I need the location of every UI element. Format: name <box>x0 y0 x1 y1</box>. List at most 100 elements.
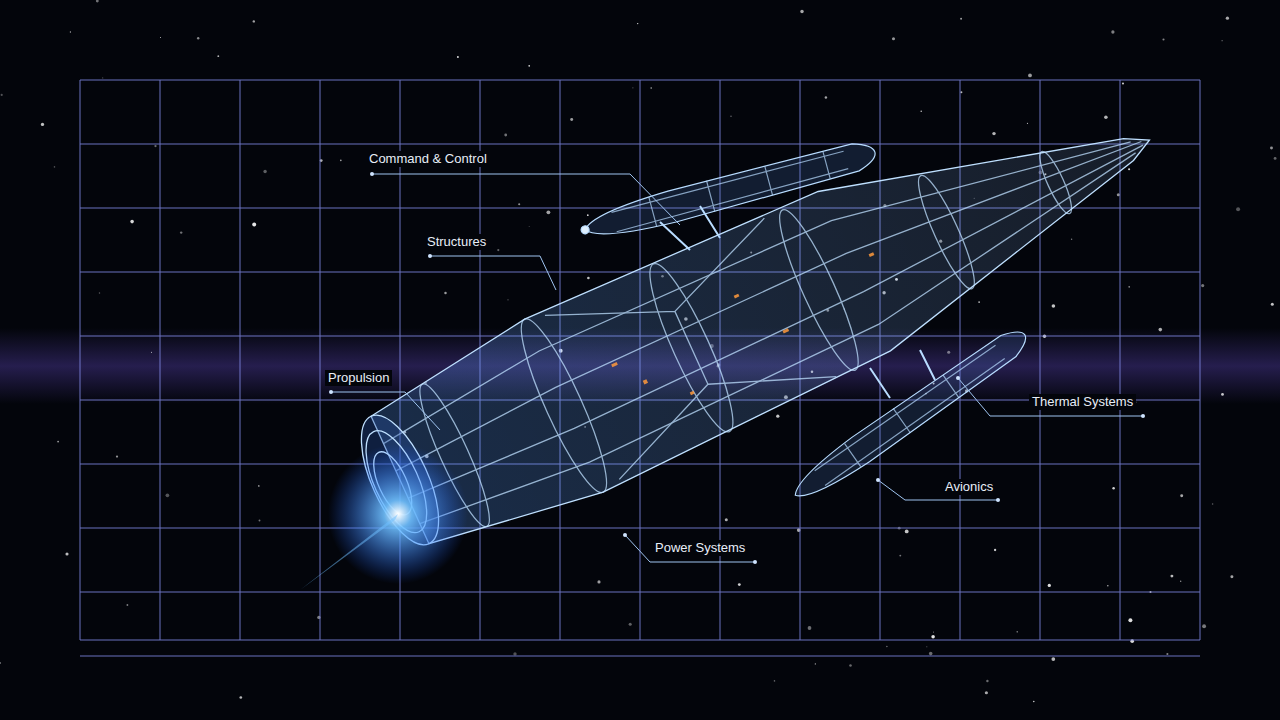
star <box>1221 40 1222 41</box>
star <box>587 214 589 216</box>
star <box>886 646 888 648</box>
star <box>259 520 261 522</box>
star <box>815 663 816 664</box>
star <box>151 352 152 353</box>
star <box>994 549 996 551</box>
star <box>730 115 732 117</box>
star <box>929 652 933 656</box>
star <box>1236 207 1240 211</box>
callout-label: Structures <box>424 234 489 250</box>
star <box>1052 304 1056 308</box>
star <box>1107 585 1109 587</box>
star <box>650 87 652 89</box>
star <box>1033 701 1034 702</box>
star <box>217 55 219 57</box>
callout-label: Command & Control <box>366 151 490 167</box>
star <box>725 518 728 521</box>
star <box>197 37 199 39</box>
star <box>1180 494 1183 497</box>
star <box>1212 503 1214 505</box>
star <box>252 222 256 226</box>
star <box>1221 393 1224 396</box>
star <box>800 10 803 13</box>
star <box>180 231 182 233</box>
star <box>99 292 100 293</box>
star <box>96 0 99 3</box>
star <box>65 552 68 555</box>
star <box>905 529 909 533</box>
star <box>1201 284 1204 287</box>
star <box>166 493 170 497</box>
star <box>899 555 901 557</box>
star <box>892 37 895 40</box>
star <box>1162 38 1164 40</box>
star <box>776 415 779 418</box>
star <box>518 203 520 205</box>
callout-label: Thermal Systems <box>1029 394 1136 410</box>
star <box>738 583 741 586</box>
star <box>1226 17 1229 20</box>
star <box>947 351 950 354</box>
star <box>529 226 530 227</box>
star <box>57 441 59 443</box>
star <box>587 277 590 280</box>
star <box>933 632 934 633</box>
star <box>263 170 266 173</box>
star <box>808 626 812 630</box>
star <box>1028 74 1032 78</box>
star <box>546 210 550 214</box>
star <box>239 696 242 699</box>
star <box>1274 157 1277 160</box>
callout-label: Avionics <box>942 479 996 495</box>
star <box>1104 116 1108 120</box>
star <box>960 18 962 20</box>
star <box>632 87 633 88</box>
star <box>1128 618 1132 622</box>
star <box>154 145 156 147</box>
star <box>444 292 447 295</box>
star <box>825 96 828 99</box>
star <box>1117 193 1120 196</box>
star <box>70 31 71 32</box>
star <box>1170 575 1173 578</box>
star <box>978 301 980 303</box>
star <box>1048 584 1051 587</box>
star <box>504 134 507 137</box>
star <box>1071 238 1072 239</box>
star <box>774 680 776 682</box>
star <box>1051 657 1055 661</box>
star <box>1270 147 1273 150</box>
star <box>629 623 632 626</box>
callout-label: Propulsion <box>325 370 392 386</box>
star <box>116 455 118 457</box>
star <box>849 664 852 667</box>
star <box>340 160 342 162</box>
star <box>126 604 128 606</box>
star <box>497 249 499 251</box>
star <box>1128 286 1130 288</box>
star <box>513 652 516 655</box>
star <box>1166 653 1168 655</box>
star <box>597 580 600 583</box>
star <box>1202 624 1206 628</box>
star <box>1180 581 1181 582</box>
star <box>931 635 935 639</box>
star <box>457 56 459 58</box>
star <box>507 299 508 300</box>
star <box>102 77 103 78</box>
star <box>1122 83 1124 85</box>
star <box>1230 575 1233 578</box>
star <box>258 485 260 487</box>
star <box>253 20 255 22</box>
star <box>926 646 927 647</box>
star <box>130 220 134 224</box>
star <box>1017 631 1018 632</box>
star <box>960 91 962 93</box>
star <box>637 23 638 24</box>
star <box>0 662 1 664</box>
star <box>1128 168 1130 170</box>
callout-label: Power Systems <box>652 540 748 556</box>
star <box>1271 303 1274 306</box>
star <box>985 691 988 694</box>
star <box>54 166 56 168</box>
